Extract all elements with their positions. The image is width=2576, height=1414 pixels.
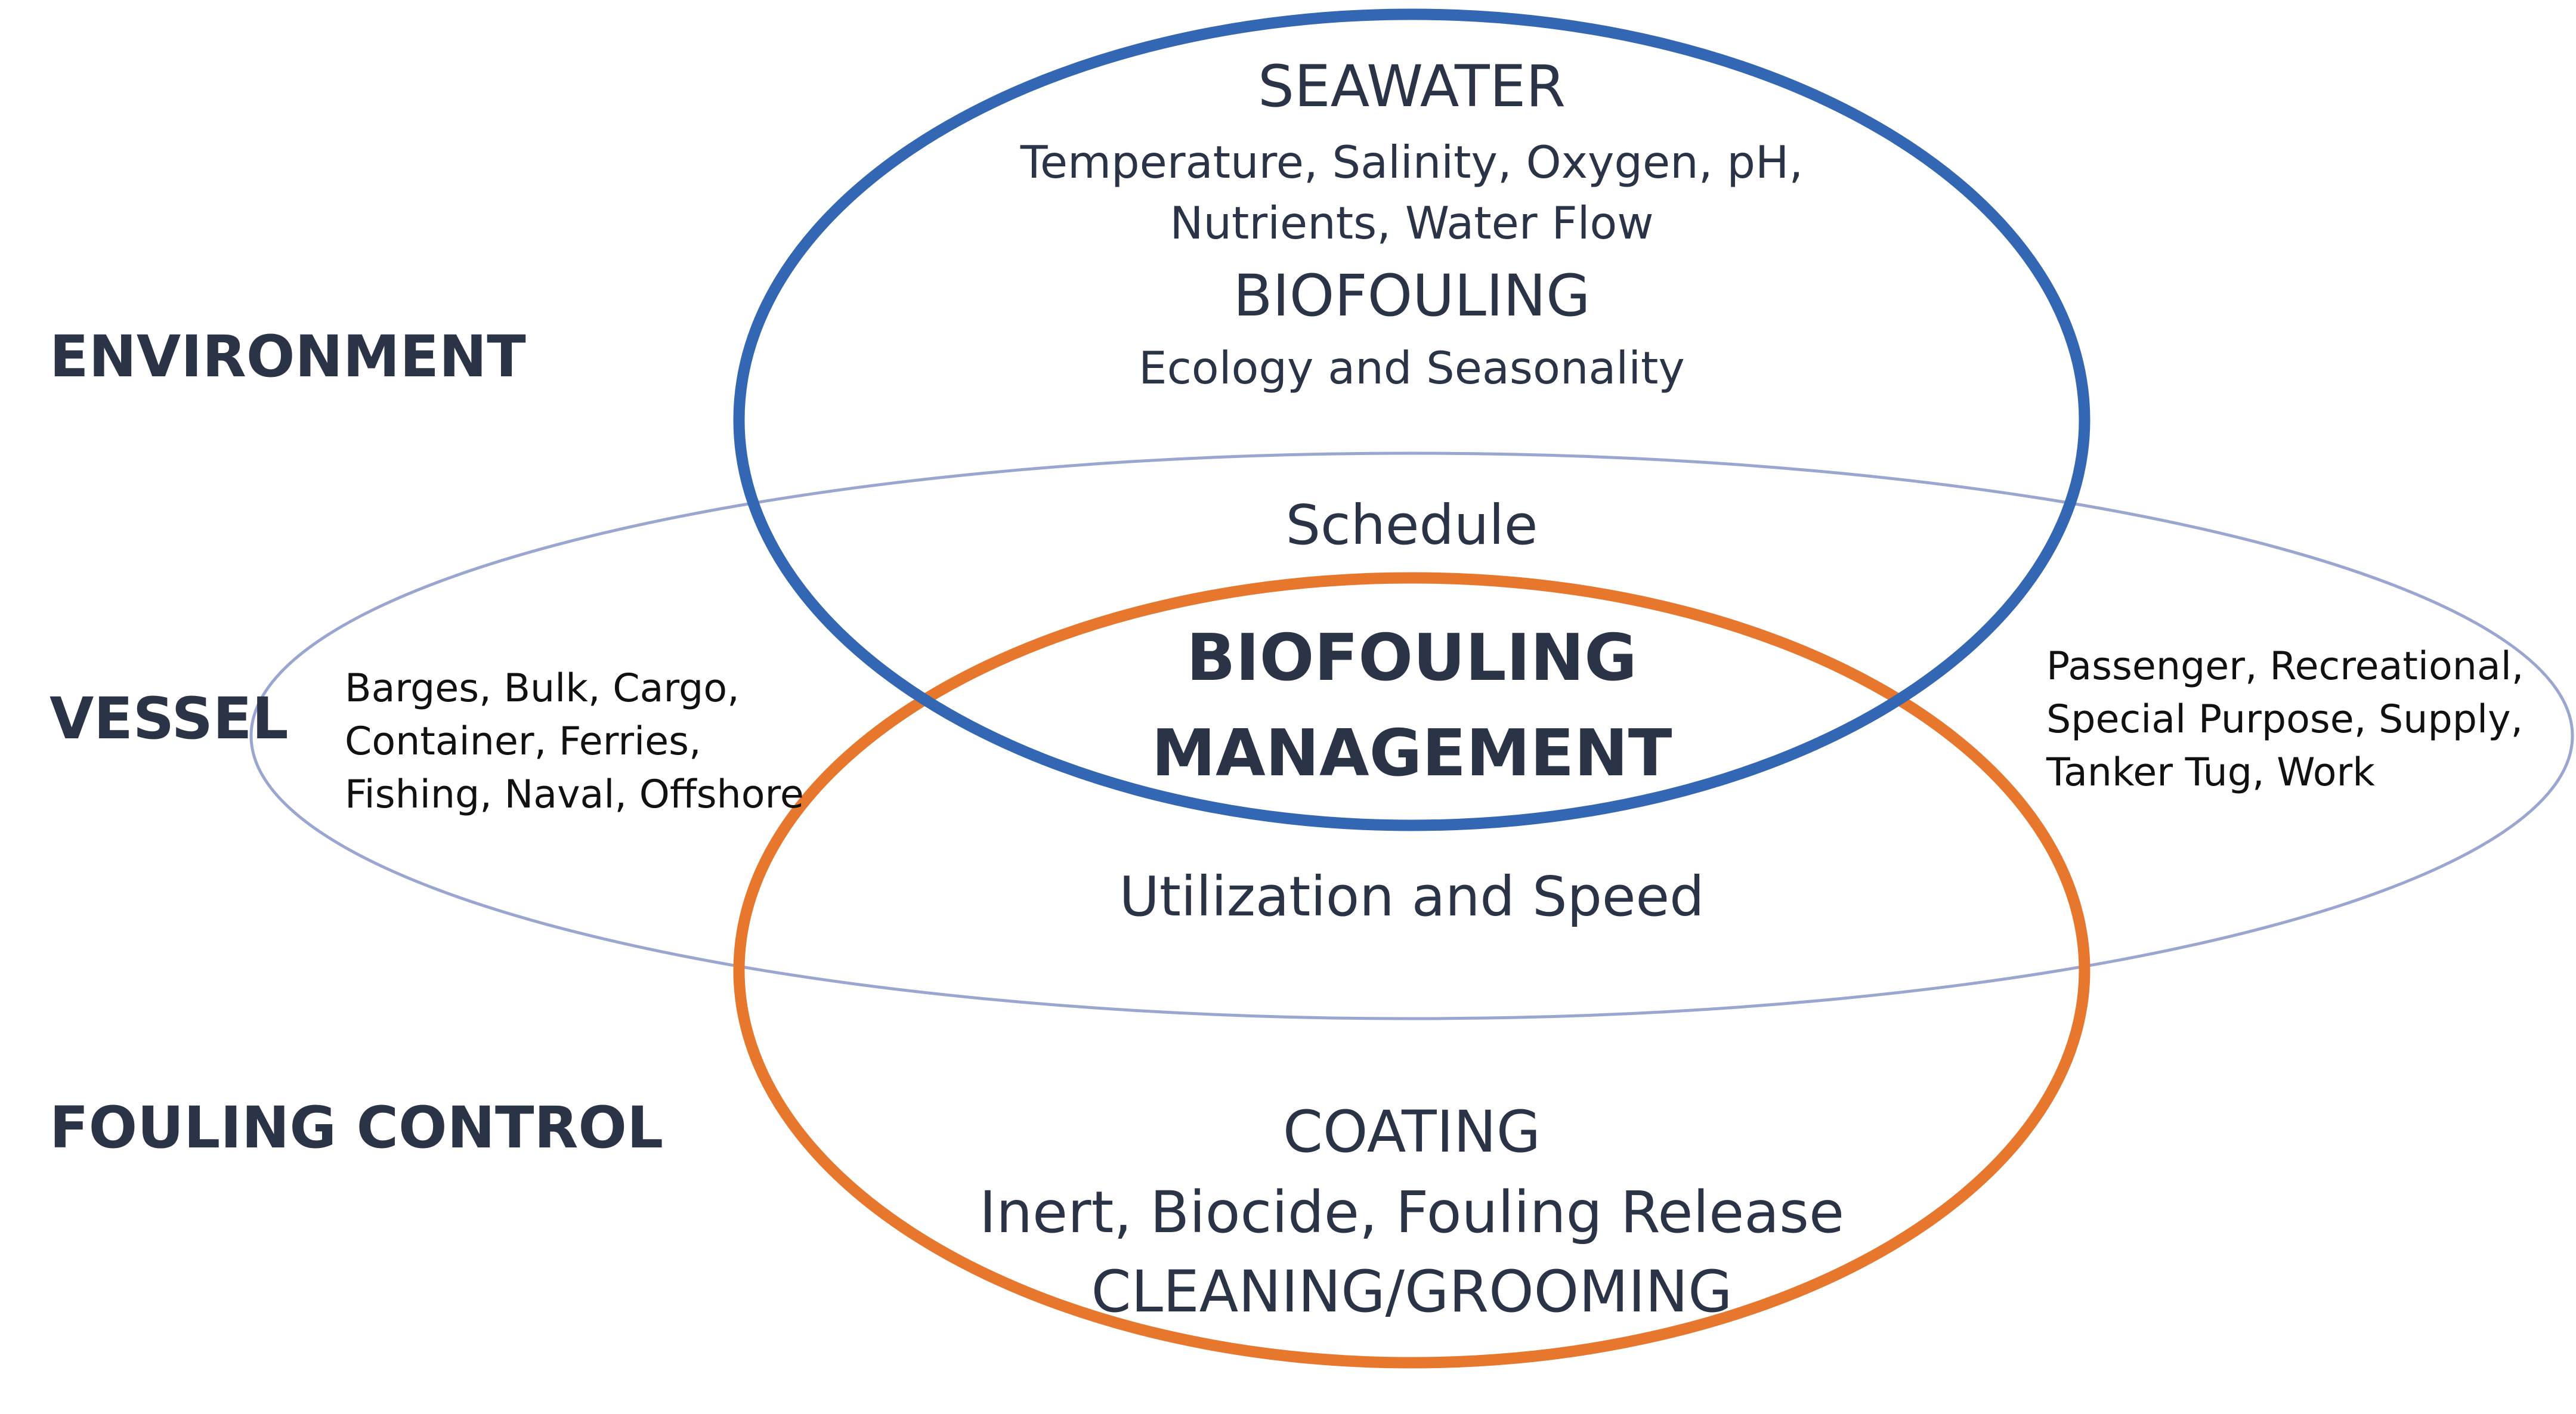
- environment-label: ENVIRONMENT: [50, 323, 526, 390]
- ecology-seasonality-text: Ecology and Seasonality: [1139, 342, 1685, 394]
- vessel-label: VESSEL: [50, 685, 289, 752]
- seawater-details-line-1: Temperature, Salinity, Oxygen, pH,: [1020, 136, 1804, 188]
- seawater-details-line-2: Nutrients, Water Flow: [1170, 197, 1654, 249]
- vessel-types-right: Passenger, Recreational, Special Purpose…: [2046, 640, 2524, 799]
- vessel-ellipse: [249, 451, 2574, 1020]
- vessel-types-left-line: Container, Ferries,: [345, 719, 701, 765]
- utilization-speed-label: Utilization and Speed: [1119, 865, 1705, 929]
- fouling-control-ellipse: [733, 572, 2091, 1369]
- vessel-types-left-line: Barges, Bulk, Cargo,: [345, 666, 740, 711]
- vessel-types-right-line: Tanker Tug, Work: [2046, 750, 2375, 796]
- environment-ellipse: [733, 8, 2091, 831]
- biofouling-management-line-2: MANAGEMENT: [1151, 716, 1672, 791]
- vessel-types-right-line: Passenger, Recreational,: [2046, 644, 2524, 689]
- schedule-label: Schedule: [1285, 493, 1538, 557]
- cleaning-grooming-heading: CLEANING/GROOMING: [1091, 1258, 1733, 1325]
- seawater-heading: SEAWATER: [1258, 53, 1566, 120]
- vessel-types-right-line: Special Purpose, Supply,: [2046, 697, 2524, 742]
- vessel-types-left-line: Fishing, Naval, Offshore: [345, 772, 804, 818]
- vessel-types-left: Barges, Bulk, Cargo, Container, Ferries,…: [345, 662, 804, 821]
- coating-details: Inert, Biocide, Fouling Release: [979, 1179, 1845, 1246]
- biofouling-management-line-1: BIOFOULING: [1186, 621, 1637, 695]
- biofouling-heading: BIOFOULING: [1233, 262, 1591, 329]
- coating-heading: COATING: [1282, 1099, 1541, 1165]
- fouling-control-label: FOULING CONTROL: [50, 1094, 664, 1161]
